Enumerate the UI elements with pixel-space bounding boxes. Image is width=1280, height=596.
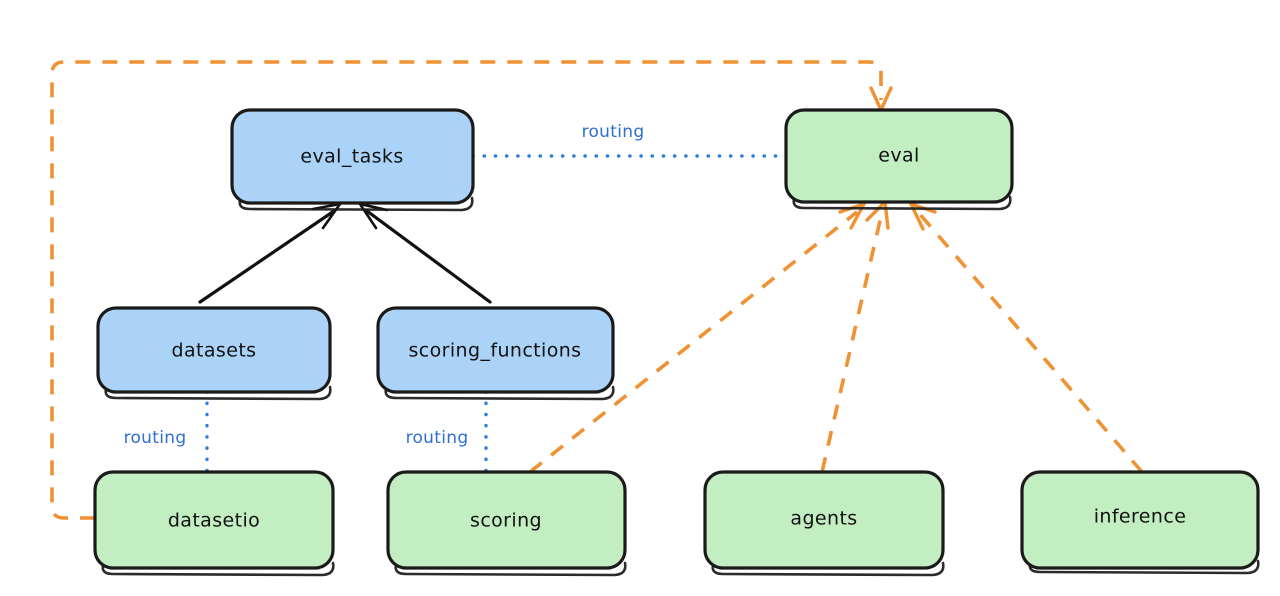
node-datasets-label: datasets (172, 340, 257, 362)
node-agents-label: agents (790, 508, 857, 530)
node-datasets-box (96, 306, 332, 394)
node-datasetio-box (93, 470, 335, 570)
node-agents-box (703, 470, 945, 570)
node-eval-tasks[interactable]: eval_tasks (230, 108, 475, 212)
node-scoring-label: scoring (470, 510, 542, 532)
node-inference-box (1020, 470, 1260, 570)
node-eval[interactable]: eval (784, 108, 1014, 211)
edge-group-composition (198, 202, 492, 304)
edge-label-routing-datasetio: routing (124, 428, 187, 448)
edge-group-routing (205, 154, 788, 474)
node-scoring-box (386, 470, 627, 570)
node-datasetio[interactable]: datasetio (93, 470, 335, 577)
node-scoring-functions[interactable]: scoring_functions (376, 306, 615, 401)
node-eval-label: eval (878, 145, 919, 167)
node-inference[interactable]: inference (1020, 470, 1260, 575)
edge-label-group: routing routing routing (124, 122, 645, 448)
edge-label-routing-eval: routing (582, 122, 645, 142)
edge-group-dependencies (50, 60, 1144, 520)
node-scoring[interactable]: scoring (386, 470, 627, 577)
node-agents[interactable]: agents (703, 470, 945, 577)
node-inference-label: inference (1094, 506, 1187, 528)
edge-datasetio-to-eval (50, 60, 893, 520)
node-datasets[interactable]: datasets (96, 306, 332, 401)
node-eval-tasks-label: eval_tasks (300, 146, 403, 168)
node-eval-tasks-box (230, 108, 475, 205)
node-eval-box (784, 108, 1014, 204)
edge-datasets-to-eval-tasks (198, 202, 342, 304)
node-datasetio-label: datasetio (168, 510, 260, 532)
node-scoring-functions-label: scoring_functions (409, 340, 582, 362)
node-scoring-functions-box (376, 306, 615, 394)
edge-label-routing-scoring: routing (406, 428, 469, 448)
edge-inference-to-eval (909, 202, 1144, 474)
edge-agents-to-eval (820, 200, 890, 473)
edge-scoring-functions-to-eval-tasks (358, 202, 492, 304)
